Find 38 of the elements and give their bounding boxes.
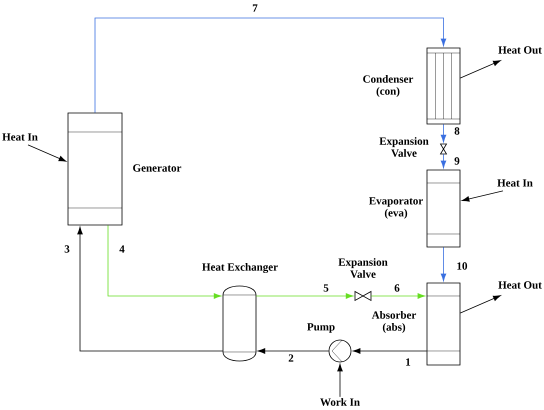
- edge-label: 10: [456, 261, 468, 271]
- heat-label: Heat In: [497, 179, 533, 187]
- heat-label: Heat In: [2, 133, 38, 141]
- flow-arrow: [440, 154, 446, 168]
- heat-arrow: [460, 295, 501, 314]
- component-label: Expansion Valve: [338, 258, 388, 278]
- flow-arrow: [370, 293, 426, 299]
- heat-label: Work In: [320, 398, 360, 406]
- heat-arrow: [337, 364, 343, 398]
- heat-arrow: [460, 60, 501, 78]
- edge-label: 1: [404, 357, 412, 367]
- component-label: Absorber (abs): [372, 311, 416, 333]
- edge-label: 8: [453, 126, 461, 136]
- component-label: Evaporator (eva): [369, 197, 423, 219]
- flow-arrow: [108, 225, 222, 299]
- flow-arrow: [258, 348, 329, 354]
- component-label: Heat Exchanger: [202, 262, 278, 274]
- heat-arrow: [462, 190, 504, 202]
- edge-label: 3: [63, 244, 71, 254]
- flow-arrow: [440, 124, 446, 142]
- flow-arrow: [94, 18, 446, 113]
- edge-label: 2: [287, 353, 295, 363]
- heat-label: Heat Out: [498, 46, 542, 54]
- edge-label: 7: [251, 3, 259, 13]
- flow-arrow: [440, 247, 446, 282]
- flow-arrow: [256, 293, 354, 299]
- flow-arrow: [352, 348, 427, 354]
- component-label: Expansion Valve: [379, 137, 429, 157]
- component-label: Generator: [133, 164, 182, 172]
- component-label: Condenser (con): [363, 75, 414, 97]
- edge-label: 4: [118, 244, 126, 254]
- heat-arrow: [28, 144, 66, 162]
- component-label: Pump: [307, 323, 335, 333]
- heat-label: Heat Out: [498, 281, 542, 289]
- edge-label: 6: [393, 283, 401, 293]
- edge-label: 9: [453, 156, 461, 166]
- flow-arrow: [77, 226, 224, 352]
- edge-label: 5: [322, 283, 330, 293]
